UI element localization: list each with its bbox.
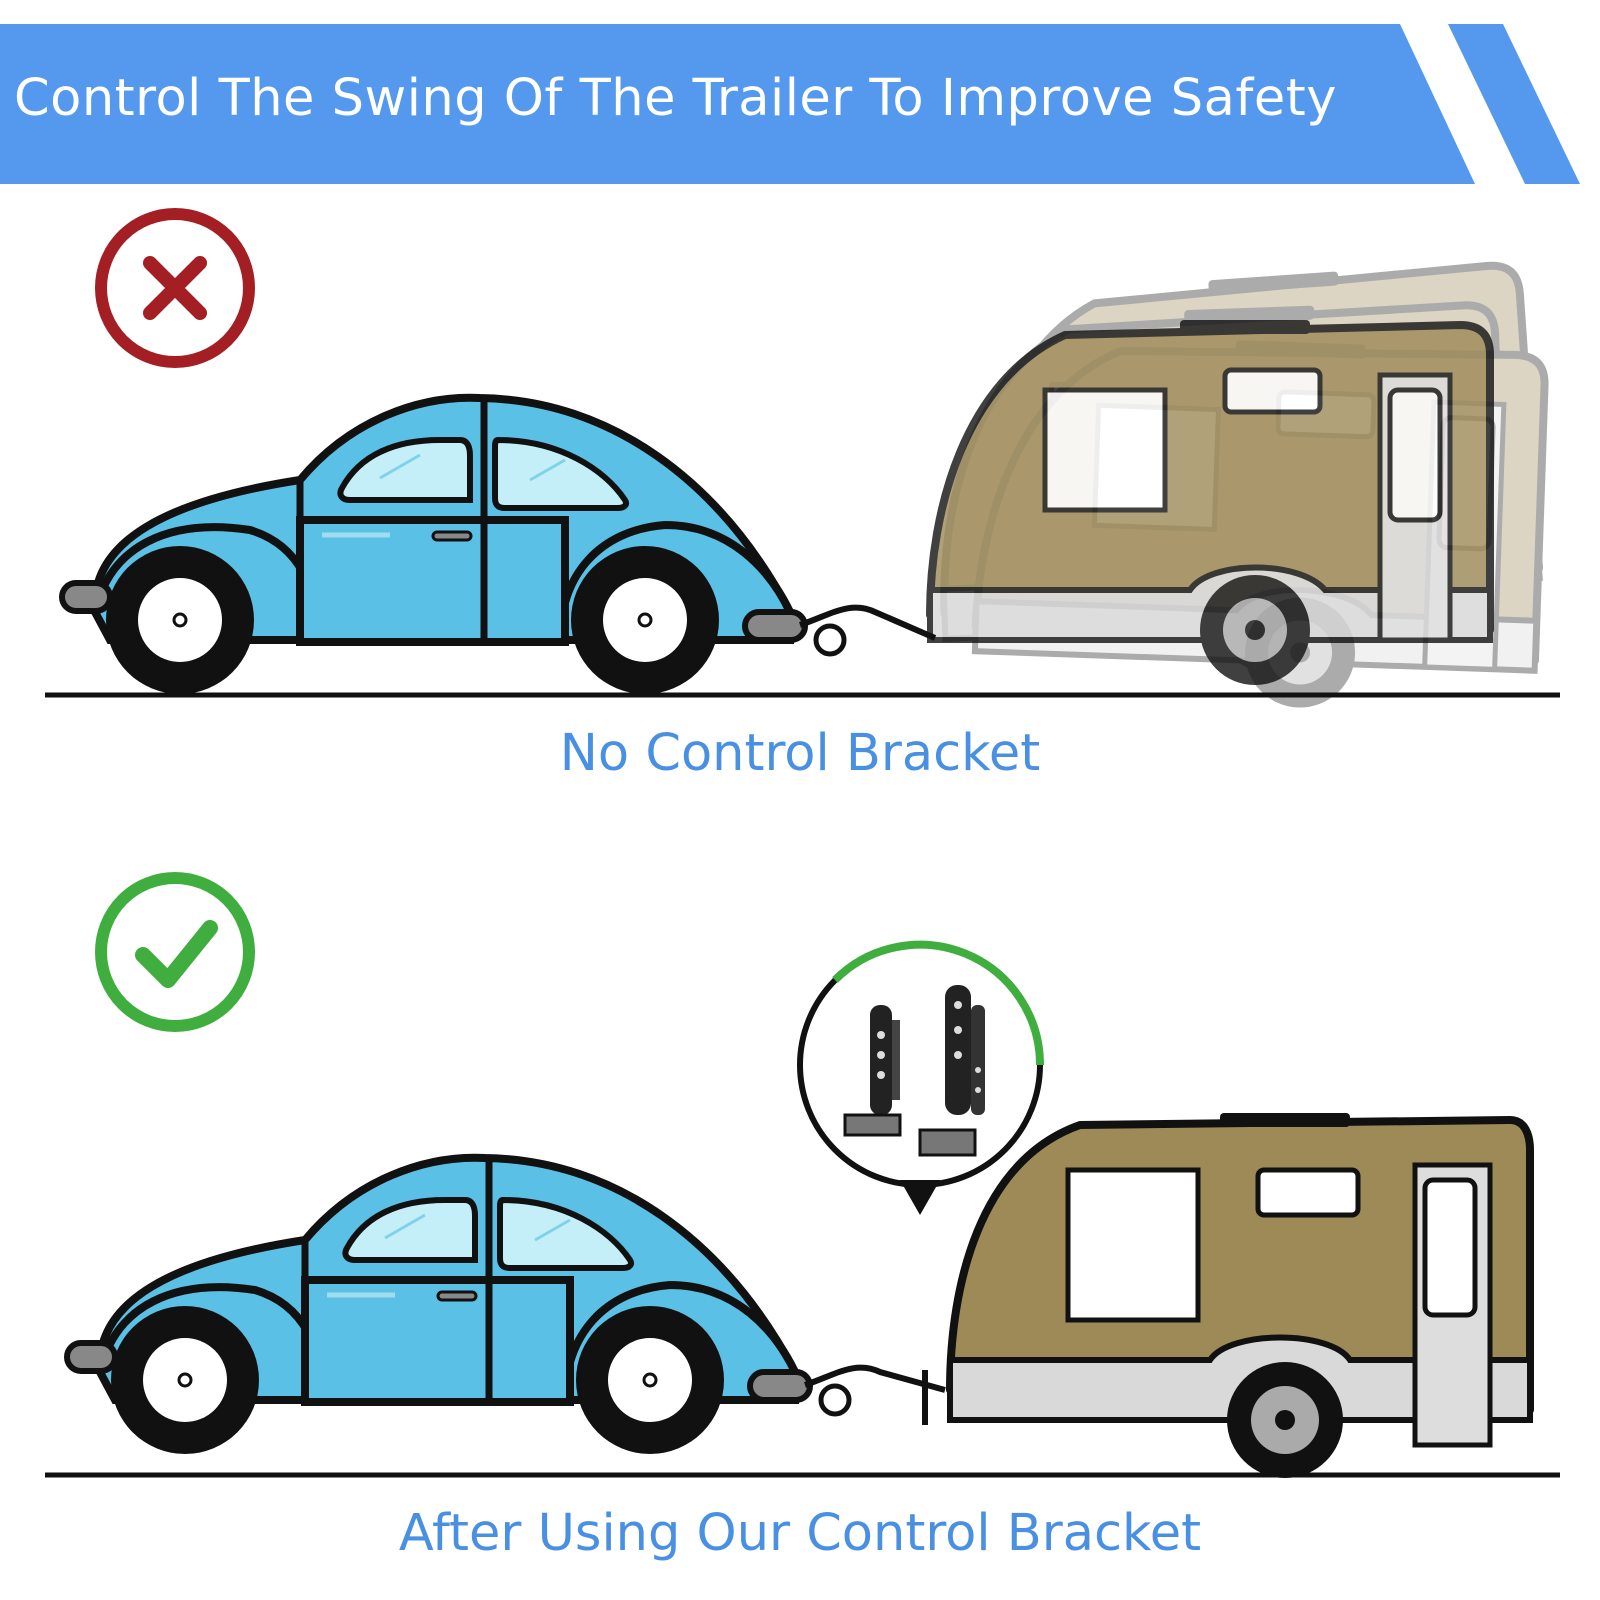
with-bracket-caption: After Using Our Control Bracket bbox=[398, 1504, 1202, 1563]
header-banner bbox=[0, 24, 1580, 184]
car bbox=[64, 1153, 946, 1454]
top-scene bbox=[45, 208, 1560, 760]
car bbox=[62, 398, 935, 694]
cross-icon bbox=[95, 208, 255, 368]
page-title: Control The Swing Of The Trailer To Impr… bbox=[14, 69, 1337, 128]
check-icon bbox=[95, 872, 255, 1032]
trailer bbox=[930, 320, 1490, 685]
bottom-scene bbox=[45, 872, 1560, 1478]
trailer bbox=[922, 1113, 1534, 1478]
control-bracket-icon bbox=[797, 940, 1045, 1215]
no-bracket-caption: No Control Bracket bbox=[559, 724, 1041, 783]
